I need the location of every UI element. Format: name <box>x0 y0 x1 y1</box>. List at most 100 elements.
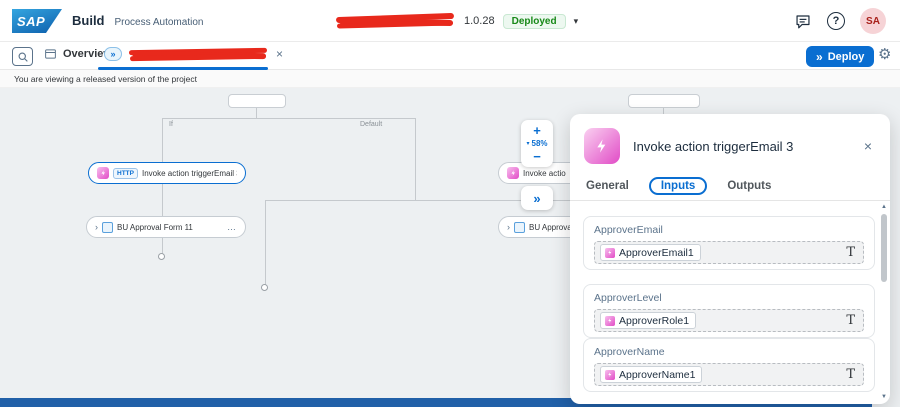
connector-line <box>162 238 163 254</box>
expand-panel-button[interactable]: » <box>521 186 553 210</box>
header-actions: ? SA <box>794 8 886 34</box>
active-tab-underline <box>98 67 268 70</box>
tab-outputs[interactable]: Outputs <box>727 180 772 192</box>
scroll-down-icon[interactable]: ▼ <box>881 394 887 400</box>
magnifier-icon <box>18 52 28 62</box>
form-icon <box>102 221 113 233</box>
deployed-badge: Deployed <box>502 13 566 29</box>
node-label: Invoke action triggerEmail 3 <box>141 168 237 178</box>
node-menu-icon[interactable]: … <box>227 222 237 232</box>
action-icon <box>97 167 109 179</box>
explore-button[interactable] <box>12 47 33 66</box>
redacted-project-name <box>335 12 456 29</box>
project-header: 1.0.28 Deployed ▾ <box>335 12 579 30</box>
zoom-in-button[interactable]: + <box>533 123 541 138</box>
tab-process[interactable]: » × <box>104 47 283 61</box>
bottom-strip <box>0 398 872 407</box>
brand: Build Process Automation <box>72 13 203 28</box>
gear-icon[interactable]: ⚙ <box>878 46 892 63</box>
process-icon: » <box>104 47 122 61</box>
field-card-approver-email: ApproverEmail ApproverEmail1 T <box>583 216 875 270</box>
chevron-down-icon[interactable]: ▾ <box>573 15 579 26</box>
http-tag: HTTP <box>113 167 138 179</box>
panel-header: Invoke action triggerEmail 3 × <box>584 127 878 165</box>
token-label: ApproverEmail1 <box>619 246 694 259</box>
value-token[interactable]: ApproverName1 <box>600 366 703 383</box>
release-banner: You are viewing a released version of th… <box>0 70 900 88</box>
text-mode-toggle[interactable]: T <box>846 245 855 260</box>
field-input-approver-name[interactable]: ApproverName1 T <box>594 363 864 386</box>
node-approval-form[interactable]: › BU Approval Form 11 … <box>86 216 246 238</box>
deploy-button[interactable]: » Deploy <box>806 46 875 67</box>
tab-close-icon[interactable]: × <box>276 47 284 61</box>
variable-icon <box>605 247 615 258</box>
value-token[interactable]: ApproverEmail1 <box>600 244 701 261</box>
action-icon <box>507 167 519 179</box>
field-input-approver-level[interactable]: ApproverRole1 T <box>594 309 864 332</box>
help-icon[interactable]: ? <box>827 12 845 30</box>
zoom-out-button[interactable]: − <box>533 149 541 164</box>
node-invoke-action[interactable]: HTTP Invoke action triggerEmail 3 <box>88 162 246 184</box>
product-title: Build <box>72 13 105 28</box>
connector-line <box>162 118 163 162</box>
scrollbar-thumb[interactable] <box>881 214 887 282</box>
branch-default-label: Default <box>358 121 385 128</box>
field-label: ApproverEmail <box>594 224 663 236</box>
panel-divider <box>570 200 890 201</box>
variable-icon <box>605 369 615 380</box>
help-glyph: ? <box>832 15 840 27</box>
field-label: ApproverLevel <box>594 292 662 304</box>
form-icon <box>514 221 525 233</box>
text-mode-toggle[interactable]: T <box>846 313 855 328</box>
avatar[interactable]: SA <box>860 8 886 34</box>
node-label: BU Approval Form 11 <box>117 222 193 232</box>
top-header: SAP Build Process Automation 1.0.28 Depl… <box>0 0 900 42</box>
tab-overview-label: Overview <box>63 48 112 60</box>
connector-line <box>415 118 416 200</box>
value-token[interactable]: ApproverRole1 <box>600 312 697 329</box>
close-icon[interactable]: × <box>863 138 872 154</box>
collapsed-node[interactable] <box>228 94 286 108</box>
overview-icon <box>45 49 56 59</box>
project-version: 1.0.28 <box>464 15 495 27</box>
node-label: Invoke actio <box>523 168 566 178</box>
connector-line <box>265 200 266 285</box>
branch-if-label: If <box>167 121 175 128</box>
connector-line <box>162 118 415 119</box>
sap-logo: SAP <box>12 9 62 33</box>
connector-endpoint <box>261 284 268 291</box>
connector-line <box>663 108 664 114</box>
node-label: BU Approval <box>529 222 574 232</box>
release-banner-text: You are viewing a released version of th… <box>14 73 198 84</box>
chevron-right-icon[interactable]: › <box>95 221 98 232</box>
zoom-level-value: 58% <box>531 139 548 148</box>
token-label: ApproverRole1 <box>619 314 690 327</box>
tab-inputs[interactable]: Inputs <box>648 177 708 195</box>
connector-line <box>265 200 570 201</box>
token-label: ApproverName1 <box>619 368 696 381</box>
node-approval-form-partial[interactable]: › BU Approval <box>498 216 588 238</box>
field-card-approver-name: ApproverName ApproverName1 T <box>583 338 875 392</box>
properties-panel: Invoke action triggerEmail 3 × General I… <box>570 114 890 404</box>
connector-line <box>256 108 257 118</box>
connector-line <box>162 184 163 216</box>
deploy-label: Deploy <box>827 50 865 63</box>
avatar-initials: SA <box>866 15 880 27</box>
field-input-approver-email[interactable]: ApproverEmail1 T <box>594 241 864 264</box>
zoom-level-dropdown[interactable]: ▾ 58% <box>526 139 547 148</box>
product-subtitle: Process Automation <box>114 17 204 28</box>
connector-endpoint <box>158 253 165 260</box>
field-label: ApproverName <box>594 346 665 358</box>
chevron-right-icon[interactable]: › <box>507 221 510 232</box>
tab-overview[interactable]: Overview <box>44 48 112 60</box>
tab-general[interactable]: General <box>586 180 629 192</box>
deploy-icon: » <box>816 49 823 64</box>
scroll-up-icon[interactable]: ▲ <box>881 204 887 210</box>
panel-title: Invoke action triggerEmail 3 <box>633 138 794 154</box>
expand-icon: » <box>533 190 541 206</box>
zoom-controls: + ▾ 58% − <box>521 120 553 167</box>
collapsed-node[interactable] <box>628 94 700 108</box>
text-mode-toggle[interactable]: T <box>846 367 855 382</box>
feedback-icon[interactable] <box>794 13 812 30</box>
variable-icon <box>605 315 615 326</box>
